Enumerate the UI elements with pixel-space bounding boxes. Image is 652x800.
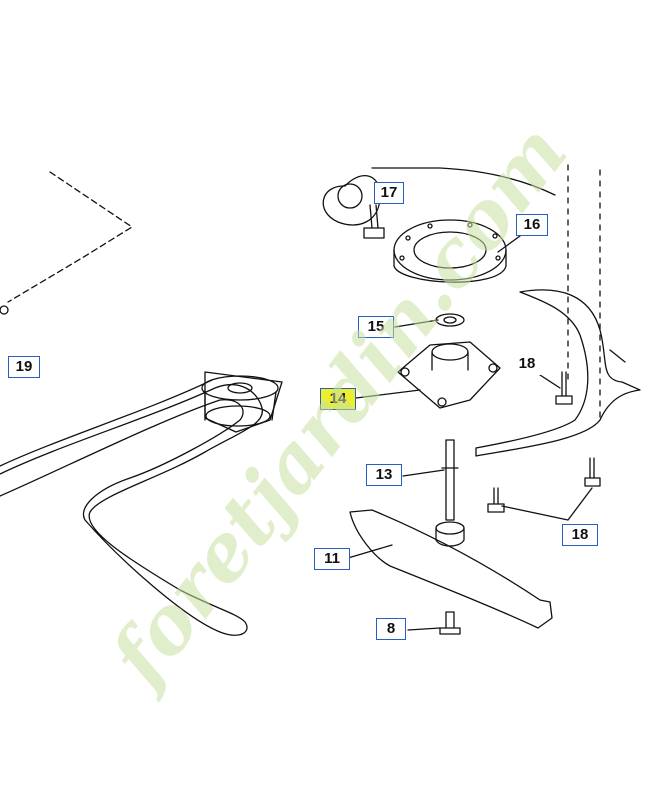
spindle-shaft (435, 439, 465, 547)
drive-belt-inner (0, 379, 213, 467)
spindle-housing (397, 341, 501, 409)
callout-17: 17 (374, 182, 404, 204)
callout-16: 16 (516, 214, 548, 236)
blade-bolt (439, 611, 461, 635)
leader-8 (407, 627, 441, 631)
callout-8: 8 (376, 618, 406, 640)
deck-wheel (322, 167, 556, 226)
bolt-18-c (487, 487, 505, 513)
bolt-18-a (555, 371, 573, 405)
callout-18-top: 18 (512, 353, 542, 375)
leader-11 (347, 544, 393, 559)
leader-18a (539, 374, 561, 389)
bolt-17 (363, 204, 385, 239)
callout-13: 13 (366, 464, 402, 486)
leader-13 (402, 469, 445, 477)
leader-16 (497, 235, 521, 253)
drive-belt-outer (0, 383, 263, 636)
callout-14: 14 (320, 388, 356, 410)
pulley (201, 371, 283, 433)
leader-18b (501, 487, 593, 521)
callout-15: 15 (358, 316, 394, 338)
adapter-ring (393, 219, 507, 283)
leader-14 (355, 389, 421, 399)
callout-19: 19 (8, 356, 40, 378)
mower-blade (349, 509, 553, 629)
bearing (435, 313, 465, 327)
dashed-outline (7, 171, 133, 303)
callout-11: 11 (314, 548, 350, 570)
callout-18-bottom: 18 (562, 524, 598, 546)
small-bolt-left (0, 305, 9, 315)
bolt-18-b (584, 457, 601, 487)
leader-15 (394, 319, 439, 328)
deck-baffle (475, 289, 641, 457)
